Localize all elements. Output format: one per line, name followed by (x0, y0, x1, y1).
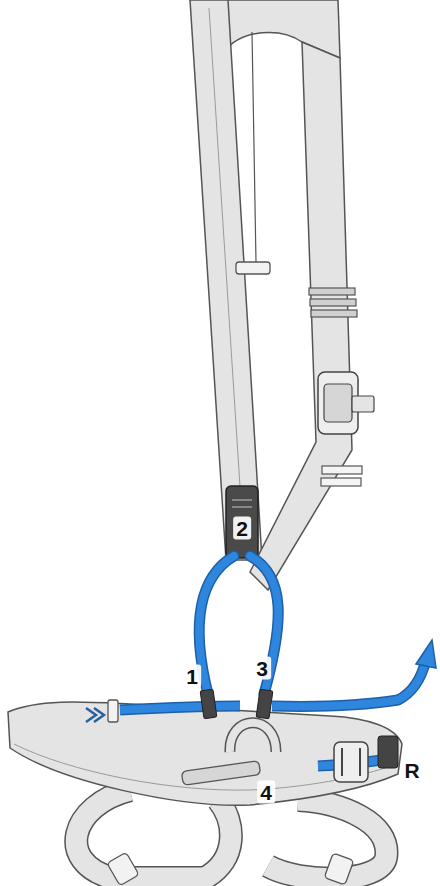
webbing (272, 660, 426, 706)
strap-keeper (256, 689, 273, 719)
webbing-outline (120, 706, 240, 710)
direction-arrow (416, 640, 436, 668)
buckle-bar (341, 748, 343, 776)
belay-loop-outline (230, 723, 276, 752)
chevron-mark (86, 708, 96, 722)
connector-buckle (226, 486, 258, 558)
leg-buckle (107, 852, 139, 886)
leg-loop-outline (268, 800, 386, 879)
webbing (250, 556, 278, 694)
label-holder: 3 (253, 657, 271, 680)
ladder-buckle (322, 466, 362, 474)
belt-keeper (108, 700, 118, 722)
center-panel (181, 761, 260, 786)
belay-loop (230, 723, 276, 752)
shoulder-strap (190, 0, 262, 560)
webbing-outline (272, 660, 426, 706)
webbing-outline (199, 556, 234, 694)
cross-bar (236, 262, 270, 274)
label-holder: 1 (183, 665, 201, 688)
ladder-buckle (311, 310, 357, 317)
belt-buckle (334, 742, 368, 782)
strap-keeper (200, 689, 217, 719)
strap-tail (352, 396, 374, 412)
label-holder: 4 (257, 781, 275, 804)
strap-keeper (378, 736, 398, 768)
buckle-slot (232, 506, 252, 508)
back-strip (252, 32, 256, 262)
buckle-bar (359, 748, 361, 776)
ladder-buckle (309, 288, 355, 295)
chevron-mark (94, 708, 104, 722)
callout-number: 2 (233, 517, 251, 540)
webbing (120, 706, 240, 710)
chest-buckle (324, 384, 352, 422)
label-holder: R (401, 759, 422, 782)
buckle-slot (232, 499, 252, 501)
webbing-outline (250, 556, 278, 694)
ladder-buckle (310, 299, 356, 306)
webbing (199, 556, 234, 694)
label-holder: 2 (233, 517, 251, 540)
callout-number: 1 (183, 665, 201, 688)
callout-letter: R (401, 759, 422, 782)
callout-number: 4 (257, 781, 275, 804)
ladder-buckle (321, 478, 361, 486)
leg-buckle (324, 853, 354, 885)
callout-number: 3 (253, 657, 271, 680)
leg-loop (268, 800, 386, 879)
strap-stitch (209, 8, 244, 548)
